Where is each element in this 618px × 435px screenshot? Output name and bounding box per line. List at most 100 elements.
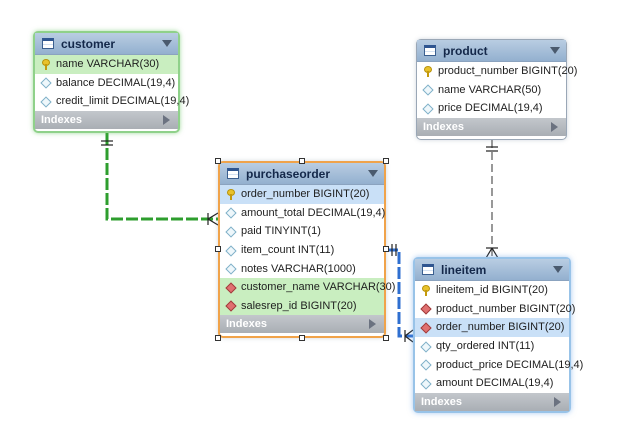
expand-triangle-icon[interactable] [369, 319, 376, 330]
indexes-label: Indexes [226, 318, 267, 331]
resize-handle[interactable] [299, 158, 305, 164]
column-diamond-icon [40, 77, 51, 88]
column-label: item_count INT(11) [241, 244, 335, 257]
foreign-key-diamond-icon [420, 322, 431, 333]
table-lineitem-header[interactable]: lineitem [415, 259, 569, 281]
expand-triangle-icon[interactable] [554, 396, 561, 407]
column-diamond-icon [225, 207, 236, 218]
indexes-label: Indexes [41, 113, 82, 126]
table-product-title: product [443, 43, 488, 58]
column-label: credit_limit DECIMAL(19,4) [56, 95, 190, 108]
column-label: amount DECIMAL(19,4) [436, 377, 554, 390]
column-label: price DECIMAL(19,4) [438, 102, 543, 115]
expand-triangle-icon[interactable] [551, 121, 558, 132]
indexes-section[interactable]: Indexes [415, 392, 569, 411]
column-row[interactable]: notes VARCHAR(1000) [220, 259, 384, 278]
column-diamond-icon [420, 378, 431, 389]
resize-handle[interactable] [383, 158, 389, 164]
column-label: product_number BIGINT(20) [438, 65, 578, 78]
resize-handle[interactable] [215, 158, 221, 164]
table-purchaseorder[interactable]: purchaseorder order_number BIGINT(20) am… [218, 161, 395, 338]
resize-handle[interactable] [215, 335, 221, 341]
resize-handle[interactable] [383, 335, 389, 341]
column-row[interactable]: amount_total DECIMAL(19,4) [220, 204, 386, 223]
column-row[interactable]: product_number BIGINT(20) [415, 300, 575, 319]
table-product-header[interactable]: product [417, 40, 566, 62]
table-product[interactable]: product product_number BIGINT(20) name V… [416, 39, 577, 140]
column-row[interactable]: price DECIMAL(19,4) [417, 99, 566, 118]
table-lineitem-title: lineitem [441, 262, 487, 277]
expand-triangle-icon[interactable] [163, 114, 170, 125]
column-diamond-icon [422, 103, 433, 114]
column-row[interactable]: credit_limit DECIMAL(19,4) [35, 92, 189, 111]
collapse-triangle-icon[interactable] [162, 40, 172, 47]
table-customer[interactable]: customer name VARCHAR(30) balance DECIMA… [33, 31, 189, 133]
resize-handle[interactable] [383, 246, 389, 252]
indexes-section[interactable]: Indexes [220, 315, 384, 334]
foreign-key-diamond-icon [420, 303, 431, 314]
column-row[interactable]: product_price DECIMAL(19,4) [415, 355, 583, 374]
column-label: product_number BIGINT(20) [436, 302, 576, 315]
column-row[interactable]: customer_name VARCHAR(30) [220, 277, 395, 297]
column-label: balance DECIMAL(19,4) [56, 76, 176, 89]
collapse-triangle-icon[interactable] [368, 170, 378, 177]
table-icon [422, 264, 434, 275]
column-diamond-icon [40, 96, 51, 107]
relationship-purchaseorder-lineitem[interactable] [386, 244, 414, 343]
column-label: product_price DECIMAL(19,4) [436, 358, 584, 371]
table-purchaseorder-title: purchaseorder [246, 166, 331, 181]
column-label: paid TINYINT(1) [241, 225, 321, 238]
column-row[interactable]: product_number BIGINT(20) [417, 62, 577, 81]
table-customer-title: customer [61, 36, 116, 51]
column-row[interactable]: order_number BIGINT(20) [415, 318, 569, 337]
column-diamond-icon [422, 84, 433, 95]
column-label: lineitem_id BIGINT(20) [436, 284, 548, 297]
table-purchaseorder-header[interactable]: purchaseorder [220, 163, 384, 185]
table-icon [42, 38, 54, 49]
indexes-label: Indexes [421, 395, 462, 408]
foreign-key-diamond-icon [225, 282, 236, 293]
resize-handle[interactable] [299, 335, 305, 341]
column-row[interactable]: qty_ordered INT(11) [415, 337, 569, 356]
key-icon [40, 58, 51, 70]
column-diamond-icon [225, 245, 236, 256]
column-label: name VARCHAR(30) [56, 58, 160, 71]
collapse-triangle-icon[interactable] [553, 266, 563, 273]
column-row[interactable]: salesrep_id BIGINT(20) [220, 296, 384, 316]
table-lineitem[interactable]: lineitem lineitem_id BIGINT(20) product_… [413, 257, 583, 413]
table-icon [424, 45, 436, 56]
indexes-section[interactable]: Indexes [35, 110, 178, 129]
column-diamond-icon [225, 263, 236, 274]
relationship-customer-purchaseorder[interactable] [101, 133, 219, 226]
key-icon [422, 65, 433, 77]
column-label: order_number BIGINT(20) [436, 321, 565, 334]
column-diamond-icon [420, 359, 431, 370]
column-label: notes VARCHAR(1000) [241, 262, 356, 275]
column-row[interactable]: order_number BIGINT(20) [220, 185, 384, 204]
column-row[interactable]: item_count INT(11) [220, 241, 384, 260]
key-icon [225, 188, 236, 200]
column-diamond-icon [225, 226, 236, 237]
indexes-label: Indexes [423, 120, 464, 133]
collapse-triangle-icon[interactable] [550, 47, 560, 54]
column-label: amount_total DECIMAL(19,4) [241, 206, 386, 219]
table-icon [227, 168, 239, 179]
foreign-key-diamond-icon [225, 300, 236, 311]
column-label: qty_ordered INT(11) [436, 340, 535, 353]
column-row[interactable]: name VARCHAR(50) [417, 81, 566, 100]
resize-handle[interactable] [215, 246, 221, 252]
column-label: customer_name VARCHAR(30) [241, 281, 396, 294]
indexes-section[interactable]: Indexes [417, 117, 566, 136]
column-label: salesrep_id BIGINT(20) [241, 299, 357, 312]
column-row[interactable]: paid TINYINT(1) [220, 222, 384, 241]
table-customer-header[interactable]: customer [35, 33, 178, 55]
column-row[interactable]: name VARCHAR(30) [35, 55, 178, 74]
column-row[interactable]: lineitem_id BIGINT(20) [415, 281, 569, 300]
key-icon [420, 284, 431, 296]
column-diamond-icon [420, 341, 431, 352]
column-row[interactable]: balance DECIMAL(19,4) [35, 74, 178, 93]
relationship-product-lineitem[interactable] [485, 140, 499, 259]
column-row[interactable]: amount DECIMAL(19,4) [415, 374, 569, 393]
column-label: name VARCHAR(50) [438, 83, 542, 96]
